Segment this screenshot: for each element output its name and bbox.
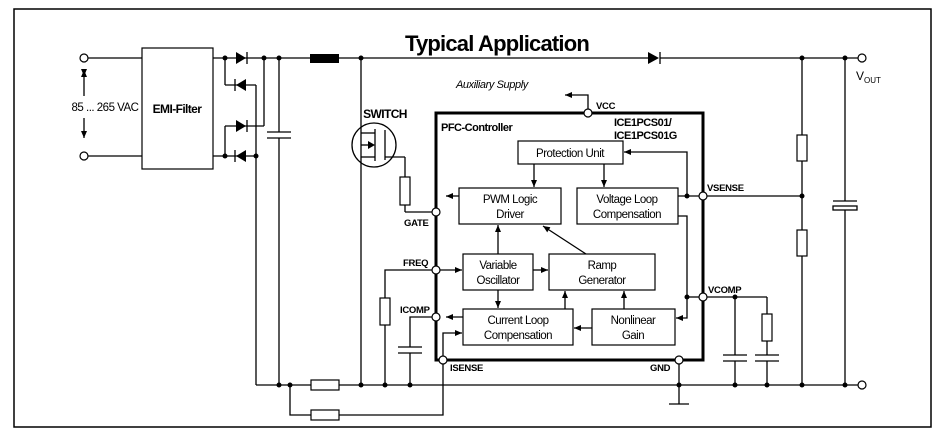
internal-signal-arrows (440, 149, 699, 356)
pin-vsense (698, 191, 708, 201)
protection-unit-label: Protection Unit (536, 148, 605, 160)
current-loop-block (462, 308, 574, 346)
vcc-line (565, 92, 589, 109)
emi-filter-label: EMI-Filter (153, 102, 203, 116)
ramp-generator-block (548, 253, 656, 291)
input-voltage-label: 85 ... 265 VAC (72, 102, 139, 114)
diagram-title: Typical Application (405, 31, 589, 56)
vout-label: VOUT (856, 69, 881, 85)
icomp-capacitor (398, 316, 432, 385)
nonlinear-gain-block (591, 308, 676, 346)
variable-oscillator-block (462, 253, 534, 291)
voltage-loop-block (576, 187, 679, 225)
mosfet-switch (351, 55, 432, 385)
pin-isense-label: ISENSE (450, 363, 483, 374)
pin-vcc (583, 108, 593, 118)
pin-icomp-label: ICOMP (400, 305, 431, 316)
osc-label-2: Oscillator (477, 275, 521, 287)
pwm-logic-driver-block (458, 187, 562, 225)
bridge-rectifier (213, 52, 655, 385)
vloop-label-1: Voltage Loop (596, 194, 657, 206)
sense-resistors (287, 364, 444, 421)
aux-supply-label: Auxiliary Supply (455, 79, 530, 91)
boost-inductor (310, 54, 339, 63)
pin-vsense-label: VSENSE (707, 183, 744, 194)
pin-gate (431, 207, 441, 217)
pin-freq-label: FREQ (403, 258, 428, 269)
input-capacitor (267, 58, 291, 385)
osc-label-1: Variable (479, 260, 516, 272)
ramp-label-1: Ramp (588, 260, 617, 272)
part-number-1: ICE1PCS01/ (614, 117, 672, 129)
vsense-divider (707, 58, 808, 385)
gain-label-2: Gain (622, 330, 644, 342)
cloop-label-2: Compensation (484, 330, 552, 342)
pin-icomp (431, 312, 441, 322)
pin-vcc-label: VCC (596, 101, 616, 112)
gain-label-1: Nonlinear (611, 315, 656, 327)
protection-unit-block (517, 140, 624, 165)
vcomp-network (707, 294, 779, 385)
boost-diode (648, 52, 867, 64)
part-number-2: ICE1PCS01G (614, 130, 677, 142)
pwm-label-1: PWM Logic (483, 194, 538, 206)
pin-vcomp (698, 292, 708, 302)
cloop-label-1: Current Loop (487, 315, 548, 327)
pin-vcomp-label: VCOMP (708, 285, 742, 296)
ground-rail (256, 380, 867, 390)
switch-label: SWITCH (363, 107, 407, 121)
pin-gate-label: GATE (404, 218, 428, 229)
pin-gnd-label: GND (650, 363, 671, 374)
controller-name: PFC-Controller (441, 122, 513, 134)
emi-filter-block (141, 47, 214, 170)
output-capacitor (832, 58, 858, 385)
pin-freq (431, 265, 441, 275)
pfc-controller-ic (434, 111, 705, 362)
ramp-label-2: Generator (578, 275, 626, 287)
diagram-frame (13, 8, 932, 428)
ac-input: 85 ... 265 VAC (72, 53, 142, 161)
freq-resistor (379, 269, 432, 385)
pin-isense (438, 355, 448, 365)
vloop-label-2: Compensation (593, 209, 661, 221)
pwm-label-2: Driver (496, 209, 524, 221)
pin-gnd (674, 355, 684, 365)
